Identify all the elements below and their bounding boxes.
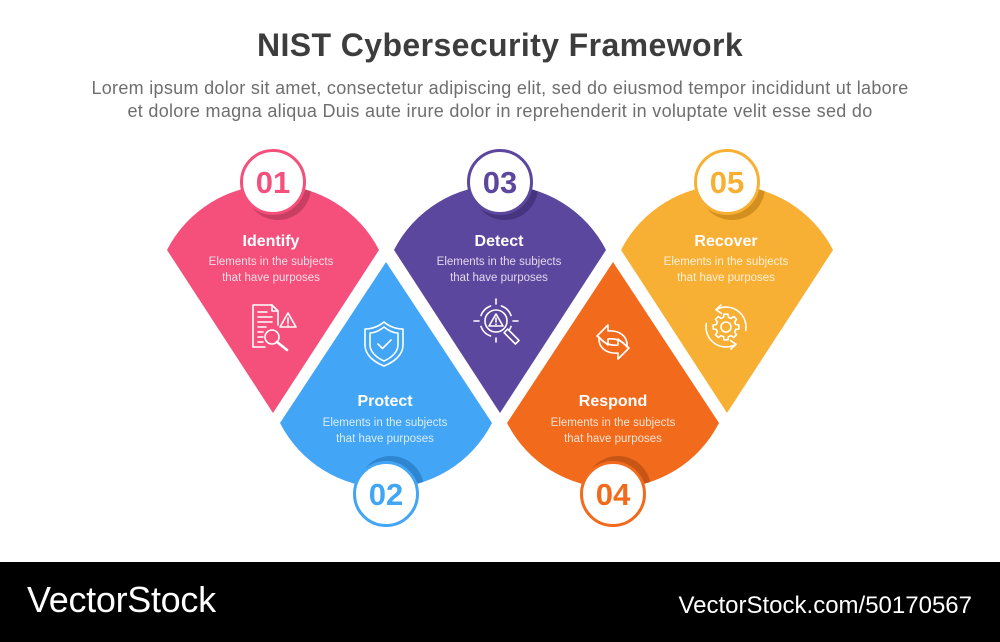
step-description-line-1: Elements in the subjects	[323, 417, 448, 429]
step-recover: 05 Recover Elements in the subjects that…	[621, 149, 833, 413]
number-badge	[353, 461, 419, 527]
page-subtitle: Lorem ipsum dolor sit amet, consectetur …	[0, 77, 1000, 123]
step-protect: 02 Protect Elements in the subjects that…	[280, 262, 492, 527]
step-identify-shape	[167, 185, 379, 413]
step-description-line-2: that have purposes	[222, 272, 320, 284]
step-detect: 03 Detect Elements in the subjects that …	[394, 149, 606, 413]
document-search-warning-icon	[252, 304, 297, 352]
step-description-line-2: that have purposes	[677, 272, 775, 284]
step-title: Protect	[357, 393, 413, 410]
step-number: 02	[369, 477, 403, 512]
step-number: 03	[483, 165, 517, 200]
step-respond: 04 Respond Elements in the subjects that…	[507, 262, 719, 527]
framework-diagram: 01 Identify Elements in the subjects tha…	[167, 149, 833, 527]
step-detect-shape	[394, 185, 606, 413]
step-respond-shape	[507, 262, 719, 488]
footer-watermark-bar: VectorStock VectorStock.com/50170567	[0, 562, 1000, 642]
page-title: NIST Cybersecurity Framework	[256, 27, 744, 63]
step-title: Identify	[243, 233, 300, 250]
sync-arrows-icon	[596, 324, 630, 360]
step-description-line-2: that have purposes	[336, 433, 434, 445]
step-description-line-2: that have purposes	[564, 433, 662, 445]
footer-brand-logo: VectorStock	[27, 579, 216, 620]
gear-cycle-icon	[705, 304, 747, 350]
step-title: Respond	[579, 393, 647, 410]
step-description-line-1: Elements in the subjects	[664, 256, 789, 268]
step-number: 04	[596, 477, 631, 512]
step-description-line-1: Elements in the subjects	[437, 256, 562, 268]
step-number: 05	[710, 165, 744, 200]
step-recover-shape	[621, 185, 833, 413]
number-badge	[694, 149, 760, 215]
number-badge	[240, 149, 306, 215]
step-title: Recover	[694, 233, 757, 250]
step-protect-shape	[280, 262, 492, 488]
step-description-line-1: Elements in the subjects	[209, 256, 334, 268]
step-description-line-2: that have purposes	[450, 272, 548, 284]
step-identify: 01 Identify Elements in the subjects tha…	[167, 149, 379, 413]
step-description-line-1: Elements in the subjects	[551, 417, 676, 429]
footer-image-url: VectorStock.com/50170567	[678, 592, 972, 619]
subtitle-line-2: et dolore magna aliqua Duis aute irure d…	[127, 101, 873, 121]
target-warning-magnifier-icon	[473, 298, 520, 345]
step-number: 01	[256, 165, 290, 200]
step-title: Detect	[475, 233, 525, 250]
number-badge	[467, 149, 533, 215]
subtitle-line-1: Lorem ipsum dolor sit amet, consectetur …	[91, 78, 909, 98]
number-badge	[580, 461, 646, 527]
shield-check-icon	[364, 321, 404, 367]
